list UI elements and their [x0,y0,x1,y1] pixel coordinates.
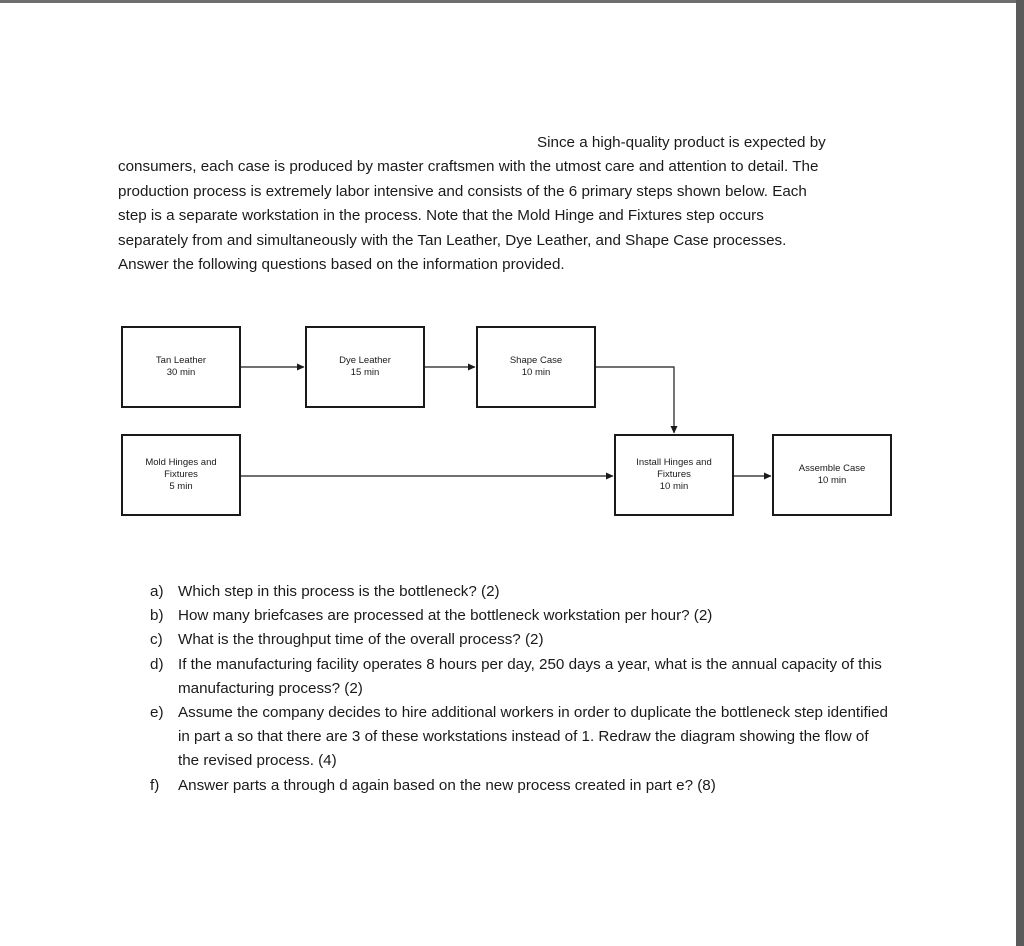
intro-line: consumers, each case is produced by mast… [118,158,819,176]
step-name: Mold Hinges and [145,457,217,468]
step-time: 5 min [169,481,193,492]
step-name: Install Hinges and [636,457,712,468]
step-name: Assemble Case [798,463,866,474]
question-label: a) [150,583,164,600]
step-tan-leather: Tan Leather 30 min [121,326,241,408]
step-name: Dye Leather [339,355,391,366]
question-text: Assume the company decides to hire addit… [178,704,889,770]
step-install-hinges: Install Hinges and Fixtures 10 min [614,434,734,516]
window-top-border [0,0,1024,3]
intro-line: step is a separate workstation in the pr… [118,207,764,225]
scrollbar[interactable] [1016,0,1024,946]
intro-line: separately from and simultaneously with … [118,231,787,249]
intro-line: production process is extremely labor in… [118,182,807,200]
question-label: b) [150,607,164,625]
step-mold-hinges: Mold Hinges and Fixtures 5 min [121,434,241,516]
intro-line: Answer the following questions based on … [118,256,565,274]
step-name: Shape Case [509,355,563,366]
step-shape-case: Shape Case 10 min [476,326,596,408]
question-item: b) How many briefcases are processed at t… [150,604,890,628]
question-label: c) [150,631,163,649]
question-item: d) If the manufacturing facility operates… [150,653,890,701]
question-item: f) Answer parts a through d again based o… [150,774,890,798]
question-item: a) Which step in this process is the bott… [150,580,890,604]
step-time: 15 min [350,367,380,378]
step-dye-leather: Dye Leather 15 min [305,326,425,408]
question-list: a) Which step in this process is the bott… [150,580,890,798]
question-text: Which step in this process is the bottle… [178,583,500,600]
question-item: c) What is the throughput time of the ove… [150,628,890,652]
step-name: Tan Leather [155,355,207,366]
intro-line: Since a high-quality product is expected… [537,134,826,151]
arrow-shape-to-install [596,366,678,434]
step-assemble-case: Assemble Case 10 min [772,434,892,516]
step-time: 10 min [817,475,847,486]
question-label: e) [150,704,164,722]
question-label: f) [150,776,160,794]
question-text: Answer parts a through d again based on … [178,776,716,794]
step-time: 10 min [659,481,689,492]
step-name: Fixtures [164,469,198,480]
step-time: 10 min [521,367,551,378]
step-name: Fixtures [657,469,691,480]
question-label: d) [150,655,164,673]
question-text: If the manufacturing facility operates 8… [178,655,882,697]
question-text: How many briefcases are processed at the… [178,607,713,625]
intro-paragraph: Since a high-quality product is expected… [118,131,918,277]
step-time: 30 min [166,367,196,378]
question-item: e) Assume the company decides to hire add… [150,701,890,774]
question-text: What is the throughput time of the overa… [178,631,544,649]
